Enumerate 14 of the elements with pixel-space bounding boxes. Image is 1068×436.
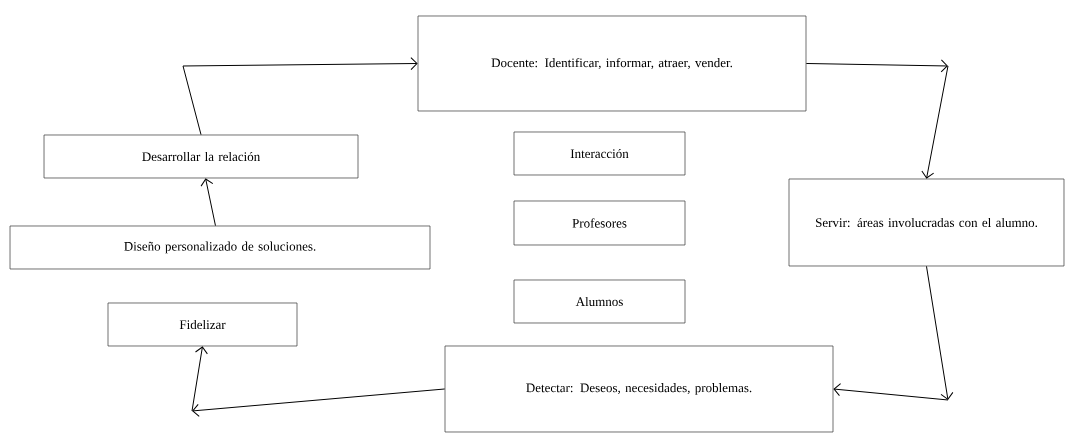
process-box: Interacción [513, 131, 686, 176]
arrow [833, 265, 954, 401]
process-box: Alumnos [513, 279, 686, 324]
arrow [182, 57, 418, 136]
arrow [805, 59, 949, 179]
process-box: Servir: áreas involucradas con el alumno. [788, 178, 1065, 267]
process-box: Profesores [513, 200, 686, 246]
process-box: Diseño personalizado de soluciones. [9, 225, 431, 270]
arrow [191, 346, 446, 417]
process-box: Docente: Identificar, informar, atraer, vender. [417, 15, 807, 112]
process-box: Detectar: Deseos, necesidades, problemas. [444, 345, 834, 433]
process-box: Desarrollar la relación [43, 134, 359, 179]
arrow [200, 178, 216, 227]
process-box: Fidelizar [107, 302, 298, 347]
